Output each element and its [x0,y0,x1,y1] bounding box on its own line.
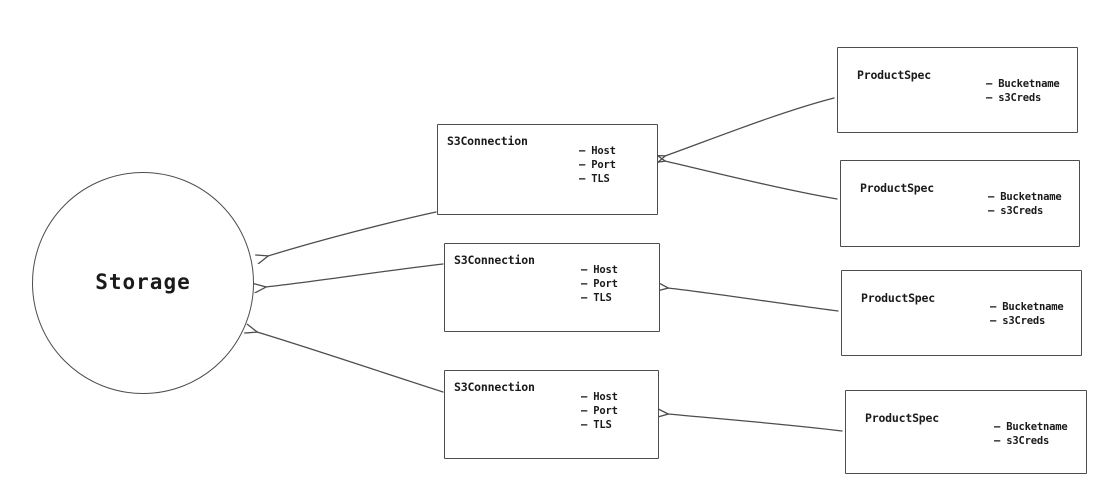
attr-bucketname: – Bucketname [990,301,1064,313]
attr-bucketname: – Bucketname [988,191,1062,203]
productspec-node-2[interactable]: ProductSpec – Bucketname – s3Creds [840,160,1080,247]
productspec-node-4[interactable]: ProductSpec – Bucketname – s3Creds [845,390,1087,474]
edge-connection2-to-storage [266,263,444,287]
productspec-attrs-1: – Bucketname – s3Creds [986,77,1060,105]
productspec-node-3[interactable]: ProductSpec – Bucketname – s3Creds [841,270,1082,356]
productspec-title-4: ProductSpec [865,411,939,425]
s3connection-attrs-3: – Host – Port – TLS [581,390,618,432]
s3connection-attrs-1: – Host – Port – TLS [579,144,616,186]
productspec-attrs-2: – Bucketname – s3Creds [988,190,1062,218]
edge-connection3-to-storage [257,332,444,393]
storage-node[interactable]: Storage [32,172,254,394]
productspec-node-1[interactable]: ProductSpec – Bucketname – s3Creds [837,47,1078,133]
productspec-title-1: ProductSpec [857,68,931,82]
storage-label: Storage [95,270,191,294]
productspec-attrs-4: – Bucketname – s3Creds [994,420,1068,448]
s3connection-attrs-2: – Host – Port – TLS [581,263,618,305]
attr-bucketname: – Bucketname [994,421,1068,433]
attr-s3creds: – s3Creds [990,315,1046,327]
attr-s3creds: – s3Creds [994,435,1050,447]
edge-spec1-to-connection1 [665,97,835,156]
productspec-attrs-3: – Bucketname – s3Creds [990,300,1064,328]
attr-host: – Host [581,391,618,403]
edge-connection1-to-storage [268,211,437,256]
attr-tls: – TLS [581,292,612,304]
productspec-title-2: ProductSpec [860,181,934,195]
attr-s3creds: – s3Creds [988,205,1044,217]
attr-host: – Host [579,145,616,157]
attr-port: – Port [581,278,618,290]
attr-port: – Port [581,405,618,417]
attr-s3creds: – s3Creds [986,92,1042,104]
attr-bucketname: – Bucketname [986,78,1060,90]
s3connection-title-3: S3Connection [454,380,535,394]
s3connection-node-1[interactable]: S3Connection – Host – Port – TLS [437,124,658,215]
edge-spec4-to-connection3 [668,414,843,432]
attr-port: – Port [579,159,616,171]
attr-tls: – TLS [581,419,612,431]
edge-spec2-to-connection1 [665,161,838,200]
attr-tls: – TLS [579,173,610,185]
s3connection-node-3[interactable]: S3Connection – Host – Port – TLS [444,370,659,459]
edge-spec3-to-connection2 [668,288,839,312]
s3connection-node-2[interactable]: S3Connection – Host – Port – TLS [444,243,660,332]
s3connection-title-2: S3Connection [454,253,535,267]
attr-host: – Host [581,264,618,276]
productspec-title-3: ProductSpec [861,291,935,305]
s3connection-title-1: S3Connection [447,134,528,148]
